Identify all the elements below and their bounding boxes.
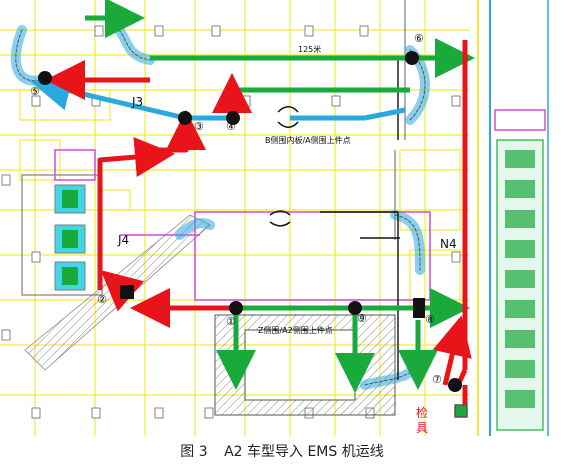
label-n4: N4 — [440, 237, 457, 251]
node-label-7: ⑦ — [432, 373, 442, 386]
ems-layout-diagram: ① ② ③ ④ ⑤ ⑥ ⑦ ⑧ ⑨ J3 J4 N4 B侧围内板/A侧围上件点 … — [0, 0, 549, 436]
node-label-3: ③ — [194, 120, 204, 133]
node-label-4: ④ — [226, 120, 236, 133]
hanger-symbols — [269, 106, 468, 418]
node-label-8: ⑧ — [425, 313, 435, 326]
node-label-9: ⑨ — [357, 312, 367, 325]
label-j4: J4 — [117, 233, 129, 247]
node-dots — [38, 51, 462, 392]
node-label-6: ⑥ — [414, 32, 424, 45]
node-label-1: ① — [226, 315, 236, 328]
label-dimension: 125米 — [298, 44, 321, 54]
node-label-2: ② — [97, 293, 107, 306]
label-z-side-loading-point: Z侧围/A2侧围上件点 — [258, 325, 333, 335]
figure-number: 图 3 — [180, 444, 208, 460]
right-production-line — [477, 0, 549, 436]
label-inspection-2: 具 — [416, 421, 428, 435]
magenta-frames — [54, 149, 431, 301]
figure-title: A2 车型导入 EMS 机运线 — [224, 444, 384, 460]
label-inspection-1: 检 — [416, 405, 428, 420]
node-label-5: ⑤ — [30, 85, 40, 98]
figure-caption: 图 3 A2 车型导入 EMS 机运线 — [0, 438, 564, 466]
label-j3: J3 — [131, 95, 143, 109]
label-b-side-loading-point: B侧围内板/A侧围上件点 — [265, 135, 351, 145]
fixture-stands — [54, 184, 86, 291]
